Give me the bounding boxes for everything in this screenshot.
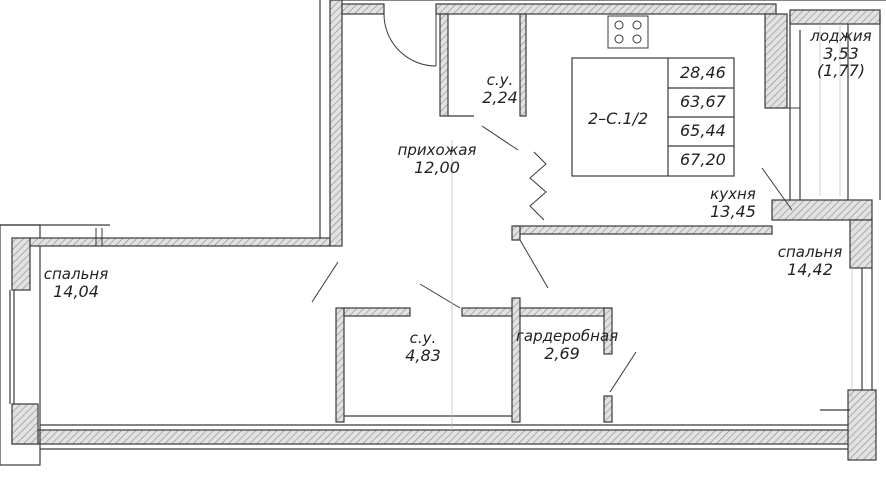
label-hall: прихожая 12,00	[392, 141, 482, 177]
area-value: 28,46	[680, 63, 726, 82]
room-name: кухня	[710, 185, 756, 203]
room-name: с.у.	[486, 71, 514, 89]
room-name: прихожая	[397, 141, 477, 159]
room-area: 2,24	[482, 88, 518, 107]
wall-bottom	[11, 429, 851, 445]
room-name: спальня	[777, 243, 843, 261]
label-su-large: с.у. 4,83	[400, 329, 446, 365]
room-name: гардеробная	[516, 327, 619, 345]
room-area: 14,04	[53, 282, 99, 301]
room-area: 4,83	[405, 346, 441, 365]
entry-door-swing	[383, 13, 437, 67]
label-kitchen: кухня 13,45	[704, 185, 762, 221]
room-name: лоджия	[810, 27, 872, 45]
label-loggia: лоджия 3,53 (1,77)	[808, 27, 874, 80]
label-bedroom-right: спальня 14,42	[772, 243, 848, 279]
room-area: 2,69	[544, 344, 580, 363]
area-value: 63,67	[680, 92, 726, 111]
label-bedroom-left: спальня 14,04	[38, 265, 114, 301]
summary-box	[571, 57, 735, 177]
room-area: 12,00	[414, 158, 460, 177]
label-wardrobe: гардеробная 2,69	[516, 327, 619, 363]
room-name: спальня	[43, 265, 109, 283]
apartment-code: 2–С.1/2	[588, 109, 649, 128]
room-area: 14,42	[787, 260, 833, 279]
area-value: 67,20	[680, 150, 726, 169]
label-su-small: с.у. 2,24	[478, 71, 522, 107]
area-value: 65,44	[680, 121, 726, 140]
room-name: с.у.	[409, 329, 437, 347]
room-area: 13,45	[710, 202, 756, 221]
wall-left	[11, 237, 31, 291]
room-area: 3,53	[823, 44, 859, 63]
stove-icon	[607, 15, 649, 49]
partition-zigzag	[529, 151, 547, 221]
room-area-note: (1,77)	[816, 61, 866, 80]
